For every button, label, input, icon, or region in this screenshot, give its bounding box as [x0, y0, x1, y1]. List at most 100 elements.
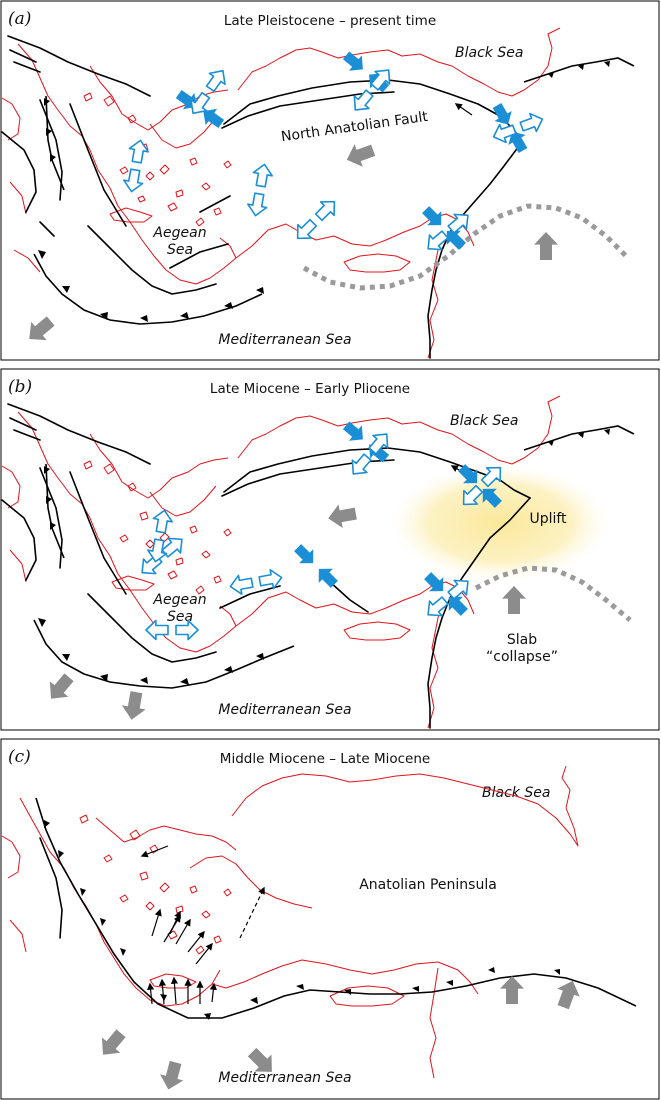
- panel-b-compression-arrow-east-2: [482, 488, 502, 508]
- panel-a-west-coast: [1, 97, 41, 273]
- panel-a-extension-arrow-south-2-2: [447, 213, 469, 234]
- panel-b-west-fault-3: [1, 499, 37, 581]
- panel-b-extension-arrow-southeast-1: [427, 596, 449, 617]
- panel-c-plate-arrow-east-1: [500, 976, 524, 1004]
- panel-c-cyprus: [329, 985, 405, 1007]
- panel-b-anatolia-south-coast: [235, 581, 475, 729]
- panel-a-naf-slip-arrow: [454, 103, 473, 116]
- panel-a-extension-arrow-west-2: [205, 69, 226, 93]
- panel-a-plate-arrow-southwest: [29, 316, 55, 341]
- panel-c-plate-arrow-east-2: [557, 980, 580, 1010]
- panel-b-extension-arrow-east-1: [462, 484, 484, 506]
- panel-b-black-sea-coast: [237, 395, 561, 465]
- panel-a-extension-arrow-south-1-1: [296, 218, 318, 240]
- panel-a-label: (a): [8, 9, 31, 29]
- panel-a-mediterranean-label: Mediterranean Sea: [218, 332, 351, 348]
- panel-a-east-anatolian-fault: [427, 141, 523, 359]
- panel-a-compression-arrow-south-1: [422, 206, 442, 226]
- panel-a-extension-arrow-east-1: [492, 123, 517, 144]
- panel-a-plate-arrow-east: [534, 232, 558, 260]
- panel-b-aegean-label-2: Sea: [167, 609, 193, 625]
- panel-b-uplift-area: [390, 464, 610, 582]
- panel-a-islands: [83, 92, 232, 227]
- panel-a-west-trench-teeth: [44, 98, 56, 162]
- panel-c-mediterranean-label: Mediterranean Sea: [218, 1070, 351, 1086]
- panel-a-compression-arrow-center-1: [342, 51, 363, 71]
- panel-c-anatolia-label: Anatolian Peninsula: [359, 877, 497, 893]
- panel-a-aegean-label-2: Sea: [167, 242, 193, 258]
- panel-a-west-trench: [45, 95, 65, 191]
- panel-a-extension-arrow-aegean-2-1: [247, 192, 268, 217]
- panel-c-west-fault: [39, 837, 63, 939]
- panel-b-compression-arrow-east-1: [458, 464, 478, 484]
- panel-b-compression-arrow-southeast-2: [448, 596, 468, 616]
- panel-a-title: Late Pleistocene – present time: [224, 13, 436, 29]
- panel-a-slab-edge: [302, 203, 628, 291]
- panel-c-plate-arrow-south: [160, 1060, 184, 1090]
- panel-c-anatolia-south-coast: [211, 959, 479, 1079]
- panel-b-west-trench-teeth: [44, 466, 56, 530]
- panel-c-aegean-coast: [19, 797, 313, 1007]
- panel-a-compression-arrow-east-2: [508, 131, 528, 154]
- panel-b-west-fault-2: [39, 467, 127, 595]
- panel-b-aegean-coast: [17, 411, 237, 653]
- panel-c-frame: [0, 738, 660, 1100]
- panel-b-label: (b): [8, 377, 32, 397]
- panel-a-extension-arrow-aegean-1-2: [128, 139, 149, 164]
- panel-c-hellenic-arc-trench: [35, 797, 637, 1019]
- panel-a: (a) Late Pleistocene – present time Blac…: [0, 0, 660, 361]
- panel-a-west-fault-1: [7, 35, 151, 97]
- panel-b-slab-edge: [474, 565, 632, 622]
- panel-a-extension-arrow-center-2: [370, 69, 391, 91]
- panel-b-compression-arrow-south-2: [318, 568, 338, 588]
- panel-a-extension-arrow-south-2-1: [427, 230, 449, 251]
- panel-b-plate-arrow-southwest-2: [121, 691, 146, 720]
- panel-c-title: Middle Miocene – Late Miocene: [220, 751, 430, 767]
- panel-b-extension-arrow-southeast-2: [447, 579, 469, 600]
- panel-c-black-sea-label: Black Sea: [482, 785, 550, 801]
- panel-a-cyprus: [343, 253, 411, 273]
- panel-b-west-fault-1: [7, 403, 151, 465]
- panel-b-extension-arrow-aegean-2-1: [147, 538, 168, 563]
- panel-b-east-fault: [427, 497, 531, 729]
- panel-b-aegean-label-1: Aegean: [152, 592, 206, 608]
- panel-b-extension-arrow-aegean-2-2: [152, 509, 173, 534]
- panel-b-uplift-label: Uplift: [529, 511, 567, 527]
- panel-a-extension-arrow-west-1: [190, 91, 211, 115]
- panel-a-extension-arrow-aegean-1-1: [123, 168, 144, 193]
- panel-b-island-crete: [111, 575, 155, 591]
- panel-b-compression-arrow-southeast-1: [424, 572, 444, 592]
- panel-a-black-sea-label: Black Sea: [455, 45, 523, 61]
- panel-a-west-fault-3: [1, 131, 55, 237]
- panel-b-extension-arrow-center-2: [368, 433, 389, 455]
- panel-c-plate-arrow-southeast: [247, 1047, 272, 1072]
- panel-c: (c) Middle Miocene – Late Miocene Black …: [0, 738, 660, 1100]
- panel-b: (b) Late Miocene – Early Pliocene Black …: [0, 368, 660, 731]
- panel-c-label: (c): [8, 747, 31, 767]
- panel-a-anatolia-south-coast: [235, 213, 475, 359]
- panel-a-aegean-label-1: Aegean: [152, 225, 206, 241]
- panel-b-title: Late Miocene – Early Pliocene: [210, 381, 410, 397]
- panel-b-west-trench: [45, 463, 65, 559]
- panel-a-west-fault-2: [39, 99, 127, 227]
- panel-c-west-coast: [1, 835, 27, 953]
- panel-b-islands: [83, 460, 232, 595]
- panel-c-extension-arrows: [140, 845, 265, 1005]
- panel-b-graben-lines: [87, 581, 369, 663]
- panel-a-compression-arrow-west-2: [203, 108, 225, 129]
- panel-b-compression-arrow-south-1: [294, 544, 314, 564]
- panel-a-hellenic-trench: [33, 253, 263, 325]
- panel-b-extension-arrow-east-2: [480, 466, 502, 488]
- motion-arrows-layer: [29, 51, 580, 1090]
- panel-b-mediterranean-label: Mediterranean Sea: [218, 702, 351, 718]
- panel-a-graben-lines: [87, 195, 231, 295]
- panel-b-black-sea-label: Black Sea: [450, 413, 518, 429]
- panel-a-island-crete: [109, 207, 153, 223]
- panel-b-north-anatolian-fault: [223, 447, 531, 499]
- panel-b-hellenic-trench: [33, 619, 295, 689]
- panel-b-slab-label-2: “collapse”: [486, 649, 558, 665]
- panel-b-compression-arrow-center-1: [342, 421, 363, 441]
- panel-c-black-sea-coast: [231, 765, 579, 847]
